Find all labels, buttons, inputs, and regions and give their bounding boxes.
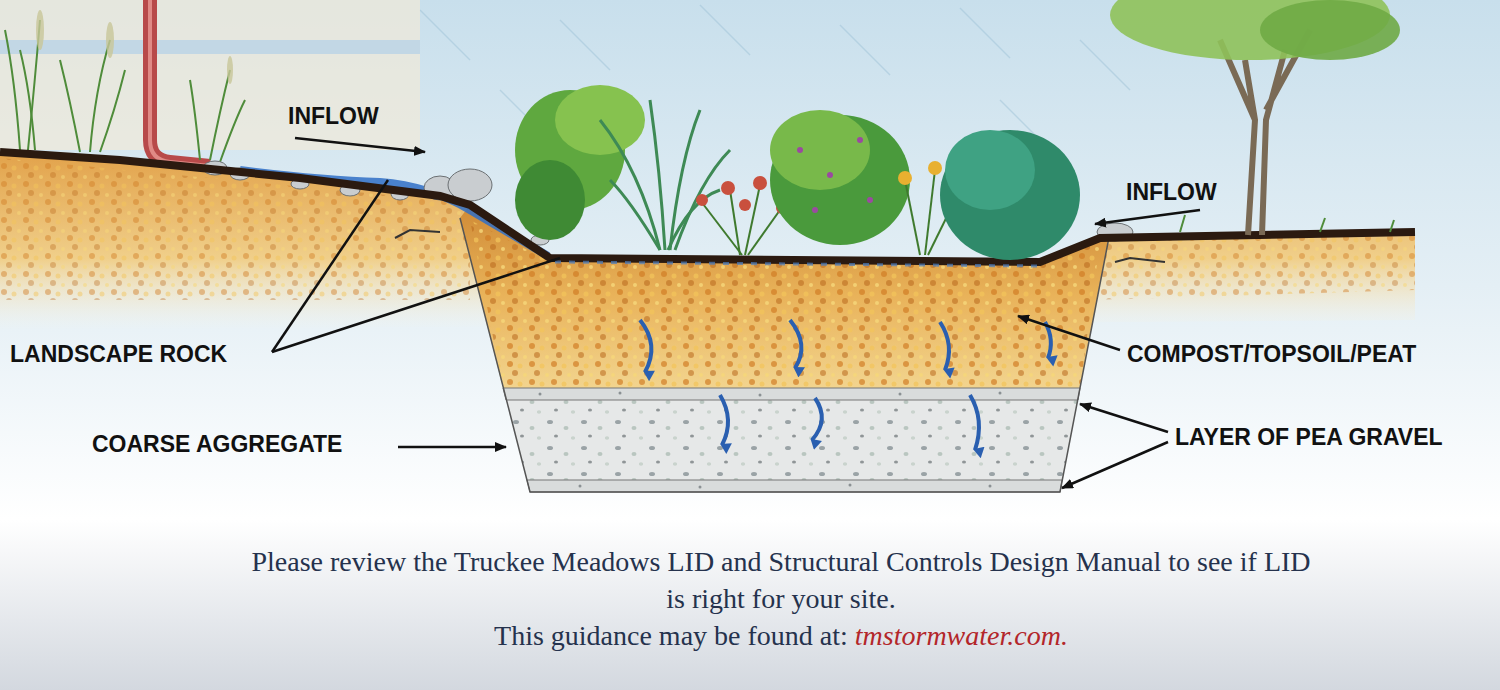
inflow-label: INFLOW [1126,180,1217,205]
caption: Please review the Truckee Meadows LID an… [251,543,1311,617]
inflow-label: INFLOW [288,104,379,129]
guidance-line: This guidance may be found at:tmstormwat… [251,617,1311,654]
part-label: LANDSCAPE ROCK [10,342,227,367]
website-link: tmstormwater.com. [855,620,1068,651]
part-label: COMPOST/TOPSOIL/PEAT [1127,342,1416,367]
part-label: LAYER OF PEA GRAVEL [1175,425,1443,450]
guidance-text: This guidance may be found at: [494,620,848,651]
part-label: COARSE AGGREGATE [92,432,342,457]
